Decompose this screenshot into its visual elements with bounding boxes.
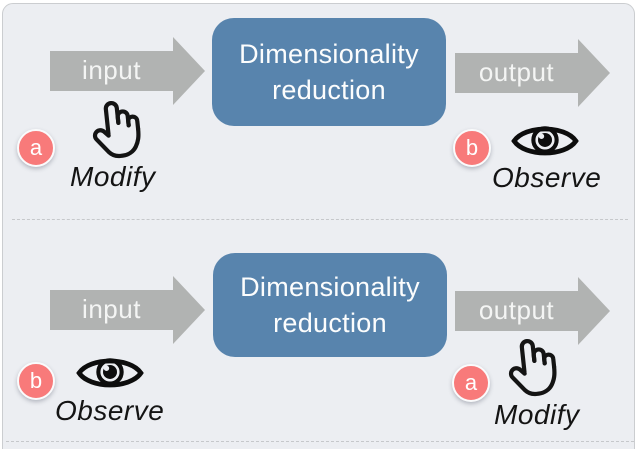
- input-arrow-head: [173, 276, 205, 344]
- panel-divider: [12, 219, 628, 220]
- output-arrow-body: output: [455, 291, 578, 331]
- badge-a: a: [452, 364, 490, 402]
- input-arrow-body: input: [50, 51, 173, 91]
- badge-b-letter: b: [29, 368, 43, 393]
- input-arrow-label: input: [82, 293, 141, 324]
- hand-pointer-icon: [501, 330, 568, 404]
- box-title-line2: reduction: [273, 308, 387, 338]
- output-arrow-head: [578, 39, 610, 107]
- observe-label: Observe: [55, 395, 165, 426]
- box-title-line1: Dimensionality: [240, 272, 420, 302]
- eye-icon: [76, 350, 144, 396]
- input-arrow-label: input: [82, 54, 141, 85]
- box-title-line2: reduction: [272, 75, 386, 105]
- dimensionality-reduction-box: Dimensionality reduction: [213, 253, 447, 357]
- input-arrow-head: [173, 37, 205, 105]
- badge-b: b: [17, 362, 55, 400]
- output-arrow-label: output: [478, 56, 555, 87]
- badge-a-letter: a: [29, 135, 43, 160]
- badge-b: b: [453, 129, 491, 167]
- bottom-edge-divider: [6, 441, 634, 442]
- input-arrow: input: [50, 37, 205, 105]
- output-arrow: output: [455, 39, 610, 107]
- modify-label: Modify: [494, 399, 580, 430]
- observe-label: Observe: [492, 162, 602, 193]
- modify-label: Modify: [70, 161, 156, 192]
- output-arrow-head: [578, 277, 610, 345]
- badge-a-letter: a: [464, 370, 478, 395]
- output-arrow: output: [455, 277, 610, 345]
- box-title-line1: Dimensionality: [239, 39, 419, 69]
- eye-icon: [511, 118, 579, 164]
- output-arrow-body: output: [455, 53, 578, 93]
- badge-a: a: [17, 129, 55, 167]
- input-arrow-body: input: [50, 290, 173, 330]
- output-arrow-label: output: [478, 294, 555, 325]
- hand-pointer-icon: [85, 92, 152, 166]
- dimensionality-reduction-box: Dimensionality reduction: [212, 18, 446, 126]
- badge-b-letter: b: [465, 135, 479, 160]
- input-arrow: input: [50, 276, 205, 344]
